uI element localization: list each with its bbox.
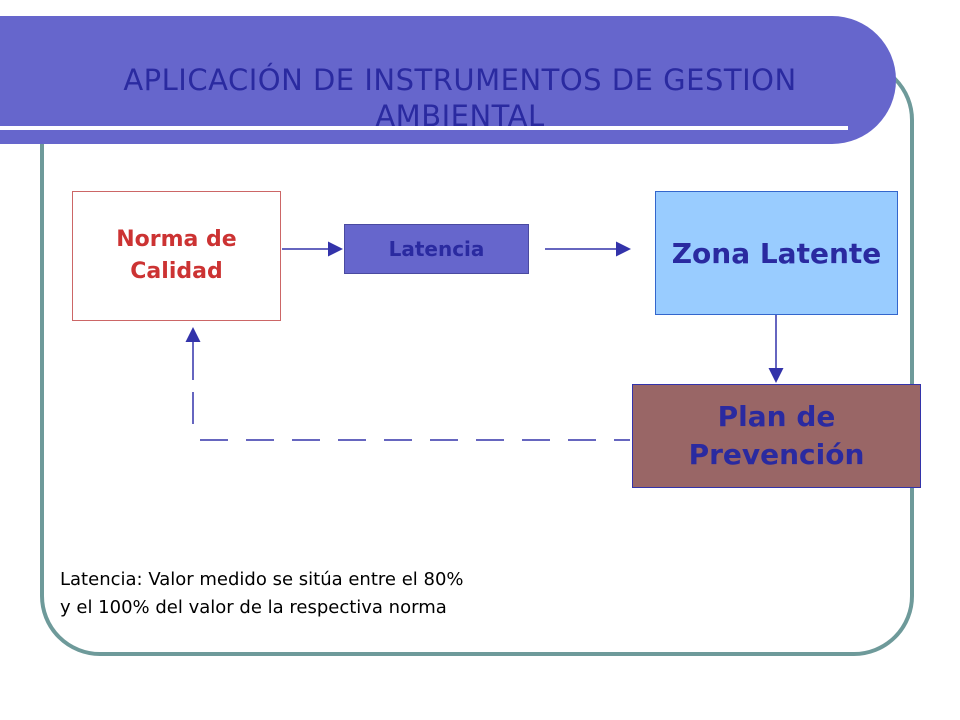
- node-latencia: Latencia: [344, 224, 529, 274]
- node-norma-label: Norma de Calidad: [116, 227, 237, 284]
- slide-title: APLICACIÓN DE INSTRUMENTOS DE GESTION AM…: [123, 63, 797, 133]
- node-zona-label: Zona Latente: [671, 236, 882, 270]
- node-plan-de-prevencion: Plan de Prevención: [632, 384, 921, 488]
- latencia-definition-note: Latencia: Valor medido se sitúa entre el…: [60, 569, 464, 618]
- node-zona-latente: Zona Latente: [655, 191, 898, 315]
- node-plan-label: Plan de Prevención: [688, 400, 865, 471]
- node-norma-de-calidad: Norma de Calidad: [72, 191, 281, 321]
- node-latencia-label: Latencia: [388, 237, 485, 261]
- title-band: [0, 16, 896, 144]
- title-divider: [0, 126, 848, 130]
